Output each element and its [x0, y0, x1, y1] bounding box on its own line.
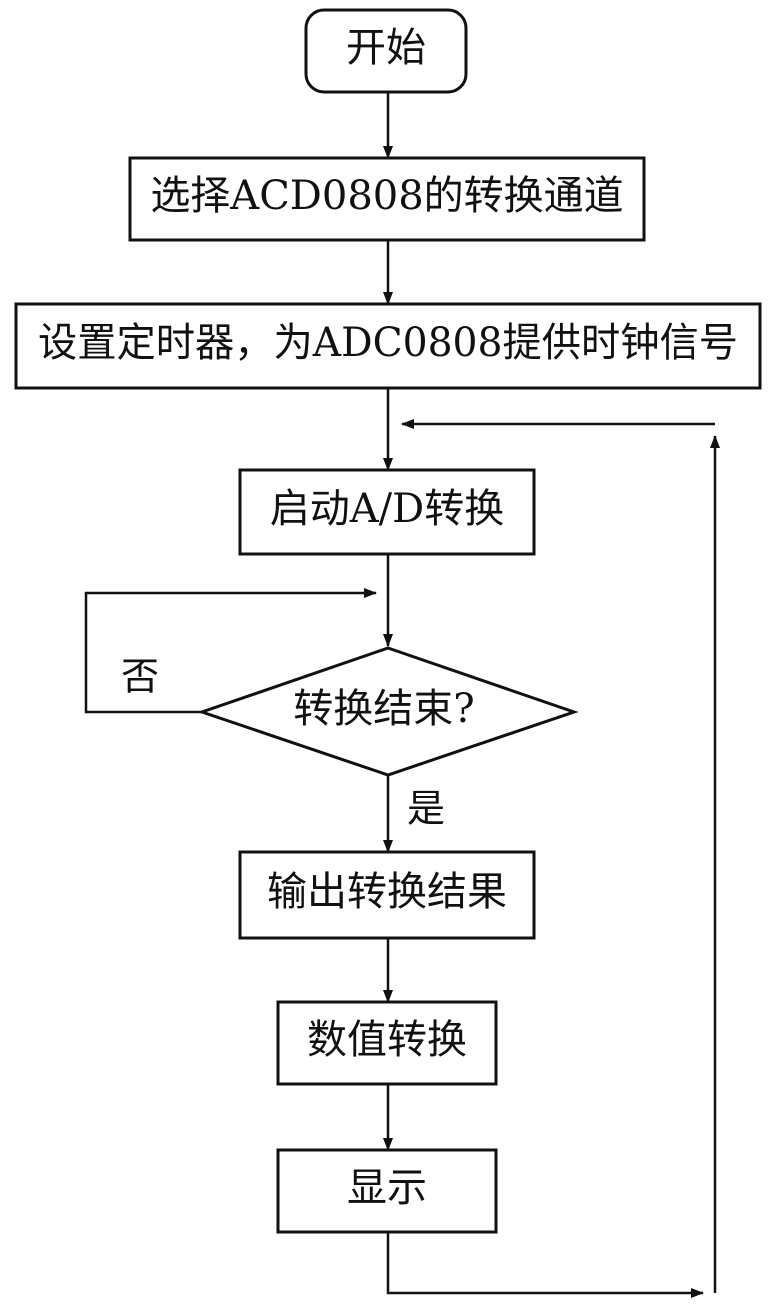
yes-branch-label: 是 — [407, 787, 445, 831]
set-timer-node: 设置定时器，为ADC0808提供时钟信号 — [14, 302, 762, 390]
no-branch-label: 否 — [121, 655, 159, 699]
decision-node: 转换结束? — [197, 646, 579, 777]
set-timer-label: 设置定时器，为ADC0808提供时钟信号 — [38, 320, 738, 366]
start-ad-node: 启动A/D转换 — [238, 468, 536, 556]
start-node: 开始 — [304, 8, 468, 94]
select-channel-node: 选择ACD0808的转换通道 — [128, 156, 646, 242]
display-node: 显示 — [276, 1148, 498, 1234]
decision-label: 转换结束? — [293, 686, 474, 732]
value-convert-label: 数值转换 — [307, 1017, 467, 1063]
select-channel-label: 选择ACD0808的转换通道 — [150, 173, 623, 219]
start-node-label: 开始 — [346, 25, 426, 71]
output-result-label: 输出转换结果 — [267, 869, 507, 915]
edge-display-to-right — [386, 1232, 704, 1298]
display-label: 显示 — [347, 1165, 427, 1211]
value-convert-node: 数值转换 — [276, 1000, 498, 1086]
edge-decision-no-loop — [84, 588, 377, 714]
start-ad-label: 启动A/D转换 — [270, 486, 504, 532]
output-result-node: 输出转换结果 — [238, 850, 536, 940]
